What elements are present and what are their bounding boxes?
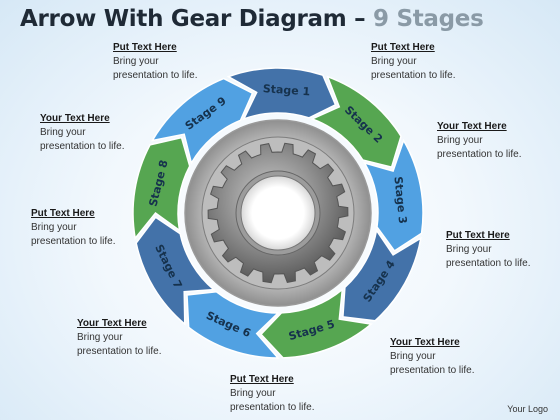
title-stages: 9 Stages bbox=[373, 6, 484, 32]
stage-2-arrow-highlight bbox=[312, 76, 401, 168]
stage-1-label: Stage 1 bbox=[262, 82, 310, 98]
title-main: Arrow With Gear Diagram bbox=[20, 6, 347, 32]
callout-body-line: Bring your bbox=[437, 135, 483, 146]
callout-stage-4: Your Text Here Bring your presentation t… bbox=[390, 336, 475, 378]
callout-body-line: presentation to life. bbox=[113, 70, 198, 81]
stage-3-arrow-highlight bbox=[364, 140, 424, 251]
stage-5-arrow-highlight bbox=[261, 289, 372, 358]
callout-heading: Your Text Here bbox=[390, 337, 460, 348]
gear-center-hole bbox=[240, 175, 316, 251]
stage-4-arrow bbox=[342, 228, 422, 322]
callout-body-line: presentation to life. bbox=[31, 236, 116, 247]
callout-heading: Put Text Here bbox=[113, 42, 177, 53]
callout-body-line: Bring your bbox=[77, 332, 123, 343]
stage-6-arrow bbox=[186, 291, 280, 359]
callout-body-line: Bring your bbox=[31, 222, 77, 233]
title-dash: – bbox=[346, 6, 374, 32]
callout-stage-5: Put Text Here Bring your presentation to… bbox=[230, 373, 315, 415]
callout-stage-6: Your Text Here Bring your presentation t… bbox=[77, 317, 162, 359]
stage-6-arrow-highlight bbox=[187, 291, 278, 359]
callout-body-line: presentation to life. bbox=[230, 402, 315, 413]
callout-stage-8: Your Text Here Bring your presentation t… bbox=[40, 112, 125, 154]
callout-heading: Put Text Here bbox=[371, 42, 435, 53]
stage-3-arrow bbox=[363, 138, 424, 252]
stage-4-arrow-highlight bbox=[342, 230, 421, 321]
callout-stage-7: Put Text Here Bring your presentation to… bbox=[31, 207, 116, 249]
callout-stage-9: Put Text Here Bring your presentation to… bbox=[113, 41, 198, 83]
callout-heading: Put Text Here bbox=[230, 374, 294, 385]
callout-stage-2: Your Text Here Bring your presentation t… bbox=[437, 120, 522, 162]
logo-placeholder: Your Logo bbox=[507, 404, 548, 414]
callout-body-line: Bring your bbox=[230, 388, 276, 399]
callout-stage-3: Put Text Here Bring your presentation to… bbox=[446, 229, 531, 271]
stage-1-arrow bbox=[226, 67, 337, 121]
callout-body-line: Bring your bbox=[390, 351, 436, 362]
stage-5-arrow bbox=[259, 287, 373, 359]
page-title: Arrow With Gear Diagram – 9 Stages bbox=[20, 6, 484, 32]
callout-heading: Your Text Here bbox=[77, 318, 147, 329]
callout-body-line: presentation to life. bbox=[437, 149, 522, 160]
callout-body-line: presentation to life. bbox=[371, 70, 456, 81]
stage-2-arrow bbox=[310, 75, 402, 168]
callout-heading: Your Text Here bbox=[437, 121, 507, 132]
callout-body-line: presentation to life. bbox=[390, 365, 475, 376]
stage-7-arrow bbox=[135, 216, 216, 326]
stage-3-label: Stage 3 bbox=[391, 176, 409, 225]
stage-9-arrow-highlight bbox=[152, 78, 253, 163]
callout-stage-1: Put Text Here Bring your presentation to… bbox=[371, 41, 456, 83]
callout-body-line: presentation to life. bbox=[77, 346, 162, 357]
stage-8-arrow bbox=[132, 136, 191, 240]
callout-body-line: Bring your bbox=[40, 127, 86, 138]
callout-body-line: Bring your bbox=[371, 56, 417, 67]
callout-heading: Your Text Here bbox=[40, 113, 110, 124]
stage-8-arrow-highlight bbox=[132, 137, 190, 239]
callout-body-line: presentation to life. bbox=[40, 141, 125, 152]
callout-heading: Put Text Here bbox=[446, 230, 510, 241]
callout-heading: Put Text Here bbox=[31, 208, 95, 219]
stage-9-arrow bbox=[150, 77, 254, 165]
stage-1-arrow-highlight bbox=[228, 67, 336, 119]
callout-body-line: Bring your bbox=[113, 56, 159, 67]
stage-7-arrow-highlight bbox=[136, 217, 214, 325]
callout-body-line: presentation to life. bbox=[446, 258, 531, 269]
callout-body-line: Bring your bbox=[446, 244, 492, 255]
